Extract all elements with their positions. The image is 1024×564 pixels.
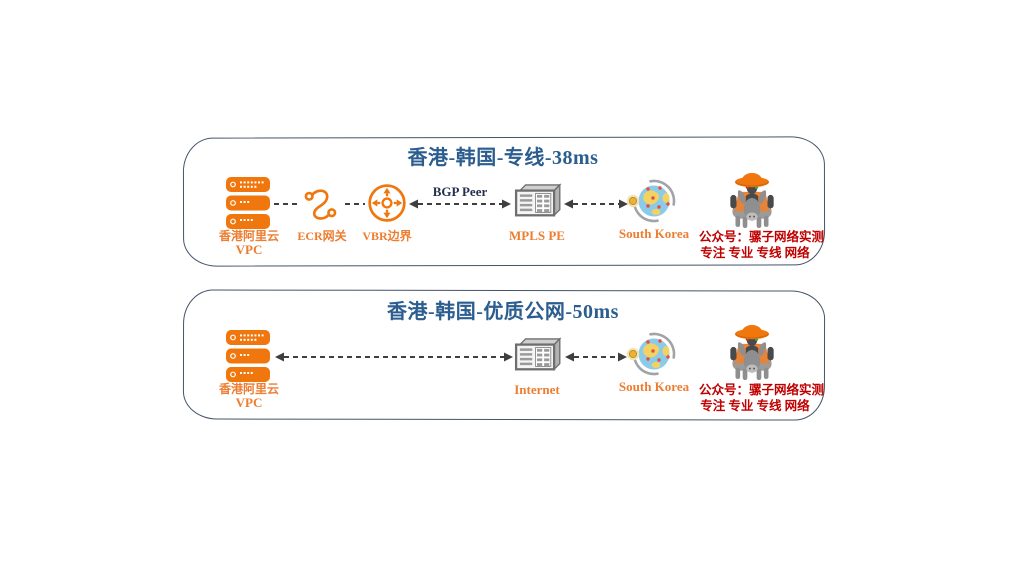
ecr-label: ECR网关 [297,229,347,243]
watermark-line1: 公众号：骡子网络实测 [698,230,824,244]
watermark-line2: 专注 专业 专线 网络 [700,399,810,413]
vpc-label-line2: VPC [235,242,263,257]
dashed-arrow-vbr-mpls [408,197,512,209]
south-korea-label: South Korea [618,226,690,241]
dashed-arrow-internet-korea [564,350,628,362]
dashed-arrow-vpc-internet [274,350,514,362]
vpc-label-line2: VPC [235,395,263,410]
south-korea-globe-icon [626,176,680,226]
bgp-peer-label: BGP Peer [432,184,488,199]
sombrero-mule-rider-icon [725,317,779,381]
dashed-connector-ecr-vbr [344,197,366,209]
watermark-line2: 专注 专业 专线 网络 [700,246,810,260]
south-korea-label: South Korea [618,379,690,394]
internet-label: Internet [514,382,560,397]
mpls-pe-label: MPLS PE [509,228,565,243]
vpc-label-line1: 香港阿里云 [218,382,279,396]
vpc-server-stack-icon [226,177,270,230]
sombrero-mule-rider-icon [725,165,779,229]
dashed-arrow-mpls-korea [563,197,629,209]
vpc-label-line1: 香港阿里云 [218,229,279,243]
panel1-title: 香港-韩国-专线-38ms [407,147,599,169]
panel2-title: 香港-韩国-优质公网-50ms [387,301,619,323]
vpc-label: 香港阿里云 VPC [203,382,295,410]
dashed-connector-vpc-ecr [273,197,301,209]
wechat-watermark: 公众号：骡子网络实测 专注 专业 专线 网络 [686,382,824,414]
ecr-gateway-icon [301,184,342,225]
mpls-pe-switch-icon [512,183,562,221]
vbr-label: VBR边界 [362,229,412,243]
internet-switch-icon [512,337,562,375]
wechat-watermark: 公众号：骡子网络实测 专注 专业 专线 网络 [686,229,824,261]
vbr-router-icon [366,182,408,224]
watermark-line1: 公众号：骡子网络实测 [698,383,824,397]
vpc-server-stack-icon [226,330,270,383]
south-korea-globe-icon [626,329,680,379]
vpc-label: 香港阿里云 VPC [203,229,295,257]
